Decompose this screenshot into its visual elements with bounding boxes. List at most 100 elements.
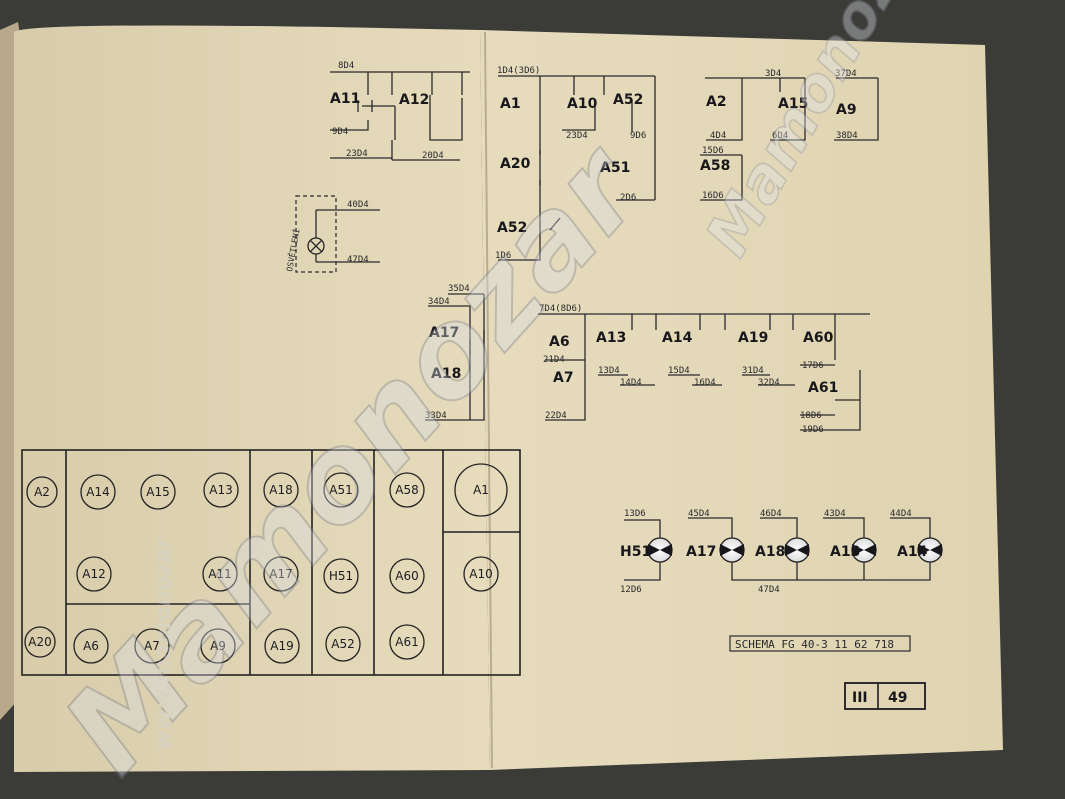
lamp-label: A13 [830, 544, 860, 560]
panel-cell-circle [24, 626, 56, 658]
wire-label: 16D4 [694, 378, 716, 388]
panel-cell-circle [73, 628, 109, 664]
panel-cell-label: A9 [210, 639, 226, 653]
wire-label: 35D4 [448, 284, 470, 294]
panel-cell-circle [140, 474, 176, 510]
panel-cell-label: A17 [269, 567, 292, 581]
panel-layout [21, 449, 521, 676]
relay-label: A14 [662, 330, 693, 346]
panel-cell-label: A11 [208, 567, 231, 581]
wire-label: 9D4 [332, 127, 348, 137]
wire-label: 44D4 [890, 509, 912, 519]
relay-label: A18 [431, 366, 461, 382]
panel-cell-label: A51 [329, 483, 352, 497]
wire-label: 32D4 [758, 378, 780, 388]
panel-cell-circle [454, 463, 508, 517]
wire-label: 46D4 [760, 509, 782, 519]
wire-label: 38D4 [836, 131, 858, 141]
panel-cell-circle [323, 558, 359, 594]
panel-cell-label: A60 [395, 569, 418, 583]
wire-label: 7D4(8D6) [539, 304, 582, 314]
relay-label: A17 [429, 325, 459, 341]
wire-label: 17D6 [802, 361, 824, 371]
panel-cell-label: A18 [269, 483, 292, 497]
circuit-a2-a15: 3D4 4D4 6D4 37D4 38D4 15D6 16D6 A2 A15 A… [700, 69, 879, 201]
wire-label: 22D4 [545, 411, 567, 421]
panel-cell-circle [389, 558, 425, 594]
panel-cell-label: A14 [86, 485, 109, 499]
relay-label: A60 [803, 330, 834, 346]
panel-cell-circle [263, 556, 299, 592]
panel-cell-circle [26, 476, 58, 508]
left-page [14, 25, 490, 773]
wire-label: 19D6 [802, 425, 824, 435]
watermark-side: www.mamonozar [151, 536, 176, 750]
relay-label: A52 [497, 220, 527, 236]
wire-label: 45D4 [688, 509, 710, 519]
relay-label: A12 [399, 92, 429, 108]
wire-label: 2D6 [620, 193, 636, 203]
relay-label: A58 [700, 158, 730, 174]
relay-label: A9 [836, 102, 857, 118]
panel-cell-label: A2 [34, 485, 50, 499]
relay-label: A2 [706, 94, 727, 110]
panel-cell-label: H51 [329, 569, 353, 583]
wire-label: 1D4(3D6) [497, 66, 540, 76]
relay-label: A13 [596, 330, 626, 346]
wire-label: 4D4 [710, 131, 726, 141]
wire-label: 31D4 [742, 366, 764, 376]
lamp-label: A18 [755, 544, 785, 560]
circuit-a11-a12: 8D4 9D4 23D4 20D4 A11 A12 [330, 61, 470, 161]
panel-cell-circle [200, 628, 236, 664]
relay-label: A20 [500, 156, 531, 172]
panel-cell-label: A61 [395, 635, 418, 649]
panel-cell-label: A20 [28, 635, 51, 649]
wire-label: 43D4 [824, 509, 846, 519]
wire-label: 40D4 [347, 200, 369, 210]
wire-label: 15D6 [702, 146, 724, 156]
lamp-label: A17 [686, 544, 716, 560]
lamp-label: H51 [620, 544, 651, 560]
panel-cell-circle [80, 474, 116, 510]
panel-cell-label: A15 [146, 485, 169, 499]
panel-cell-label: A6 [83, 639, 99, 653]
right-page [480, 30, 1003, 770]
wire-label: 47D4 [347, 255, 369, 265]
panel-cell-circle [264, 628, 300, 664]
book-gutter [484, 31, 493, 769]
panel-cell-label: A19 [270, 639, 293, 653]
wire-label: 23D4 [346, 149, 368, 159]
panel-cell-circle [203, 472, 239, 508]
wire-label: 33D4 [425, 411, 447, 421]
relay-label: A1 [500, 96, 521, 112]
relay-label: A7 [553, 370, 574, 386]
panel-cell-circle [463, 556, 499, 592]
wire-label: 23D4 [566, 131, 588, 141]
panel-cell-circle [325, 626, 361, 662]
panel-cell-circle [389, 624, 425, 660]
panel-cell-label: A12 [82, 567, 105, 581]
relay-label: A11 [330, 91, 360, 107]
relay-label: A19 [738, 330, 768, 346]
panel-cell-label: A13 [209, 483, 232, 497]
wire-label: 6D4 [772, 131, 788, 141]
wire-label: 12D6 [620, 585, 642, 595]
wire-label: 13D6 [624, 509, 646, 519]
wire-label: 16D6 [702, 191, 724, 201]
lamp-label: A14 [897, 544, 928, 560]
wire-label: 37D4 [835, 69, 857, 79]
schema-title: SCHEMA FG 40-3 11 62 718 [735, 638, 894, 651]
relay-label: A51 [600, 160, 630, 176]
panel-cell-label: A58 [395, 483, 418, 497]
wire-label: 9D6 [630, 131, 646, 141]
title-block: SCHEMA FG 40-3 11 62 718 III 49 [729, 635, 926, 710]
wire-label: 18D6 [800, 411, 822, 421]
wire-label: 47D4 [758, 585, 780, 595]
wire-label: 13D4 [598, 366, 620, 376]
panel-cell-circle [134, 628, 170, 664]
circuit-a6-a61: 7D4(8D6) 21D4 13D4 14D4 15D4 16D4 31D4 3… [538, 304, 870, 435]
relay-label: A15 [778, 96, 808, 112]
panel-cell-circle [202, 556, 238, 592]
